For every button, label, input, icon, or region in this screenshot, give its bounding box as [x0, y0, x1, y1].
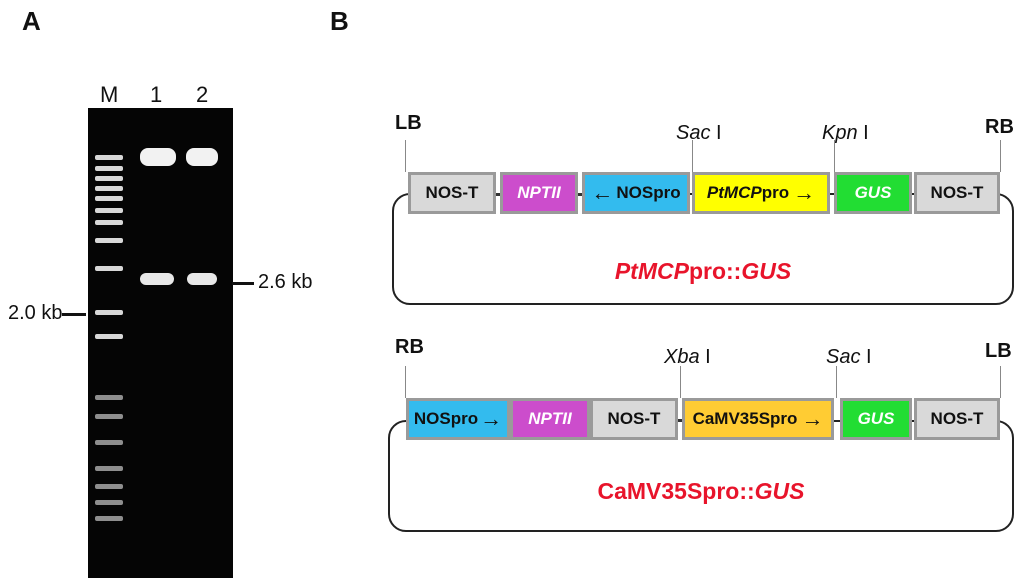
- gel-band-lane2-target: [187, 273, 217, 285]
- construct1-kpn-line: [834, 140, 835, 172]
- gel-band-lane2-upper: [186, 148, 218, 166]
- construct1-rb-line: [1000, 140, 1001, 172]
- construct2-gus-gene: GUS: [840, 398, 912, 440]
- ladder-band: [95, 266, 123, 271]
- ladder-band: [95, 220, 123, 225]
- construct1-site1-label: Sac I: [676, 122, 722, 144]
- construct1-site2-label: Kpn I: [822, 122, 869, 144]
- construct1-nos-promoter: ←NOSpro: [582, 172, 690, 214]
- ladder-band: [95, 166, 123, 171]
- panel-label-a: A: [22, 6, 41, 36]
- ladder-band: [95, 238, 123, 243]
- construct2-rb-line: [405, 366, 406, 398]
- construct1-nos-terminator-1: NOS-T: [408, 172, 496, 214]
- size-label-2kb: 2.0 kb: [8, 302, 63, 324]
- arrow-right-icon: →: [793, 180, 816, 205]
- ladder-band: [95, 176, 123, 181]
- construct2-nos-terminator-2: NOS-T: [914, 398, 1000, 440]
- arrow-left-icon: ←: [591, 180, 614, 205]
- construct1-gus-gene: GUS: [834, 172, 912, 214]
- construct2-site2-label: Sac I: [826, 346, 872, 368]
- construct1-nos-terminator-2: NOS-T: [914, 172, 1000, 214]
- ladder-band: [95, 516, 123, 521]
- construct2-nos-terminator-1: NOS-T: [590, 398, 678, 440]
- gel-band-lane1-upper: [140, 148, 176, 166]
- construct1-sac-line: [692, 140, 693, 172]
- ladder-band: [95, 466, 123, 471]
- construct2-nos-promoter: NOSpro→: [406, 398, 510, 440]
- construct2-nptii-gene: NPTII: [510, 398, 590, 440]
- construct2-title: CaMV35Spro::GUS: [597, 478, 805, 504]
- panel-label-b: B: [330, 6, 349, 36]
- construct2-camv35s-promoter: CaMV35Spro→: [682, 398, 834, 440]
- construct2-left-border-label: RB: [395, 336, 424, 358]
- ladder-band: [95, 155, 123, 160]
- ladder-band: [95, 310, 123, 315]
- construct1-link-dot: [496, 193, 500, 196]
- size-label-2-6kb: 2.6 kb: [258, 271, 313, 293]
- ladder-band: [95, 186, 123, 191]
- construct1-link-dot: [578, 193, 582, 196]
- ladder-band: [95, 395, 123, 400]
- arrow-right-icon: →: [801, 406, 824, 431]
- construct1-title: PtMCPpro::GUS: [614, 258, 792, 284]
- ladder-band: [95, 440, 123, 445]
- construct2-link-dot: [678, 419, 682, 422]
- lane-label-marker: M: [100, 82, 119, 107]
- construct2-right-border-label: LB: [985, 340, 1012, 362]
- size-marker-tick-right: [232, 282, 254, 285]
- construct1-left-border-label: LB: [395, 112, 422, 134]
- lane-label-2: 2: [196, 82, 209, 107]
- arrow-right-icon: →: [480, 406, 503, 431]
- ladder-band: [95, 500, 123, 505]
- ladder-band: [95, 484, 123, 489]
- construct2-sac-line: [836, 366, 837, 398]
- construct2-xba-line: [680, 366, 681, 398]
- construct2-lb-line: [1000, 366, 1001, 398]
- lane-label-1: 1: [150, 82, 163, 107]
- size-marker-tick-left: [62, 313, 86, 316]
- ladder-band: [95, 414, 123, 419]
- construct1-right-border-label: RB: [985, 116, 1014, 138]
- construct1-lb-line: [405, 140, 406, 172]
- ladder-band: [95, 196, 123, 201]
- ladder-band: [95, 208, 123, 213]
- ladder-band: [95, 334, 123, 339]
- gel-band-lane1-target: [140, 273, 174, 285]
- construct2-site1-label: Xba I: [664, 346, 711, 368]
- construct1-nptii-gene: NPTII: [500, 172, 578, 214]
